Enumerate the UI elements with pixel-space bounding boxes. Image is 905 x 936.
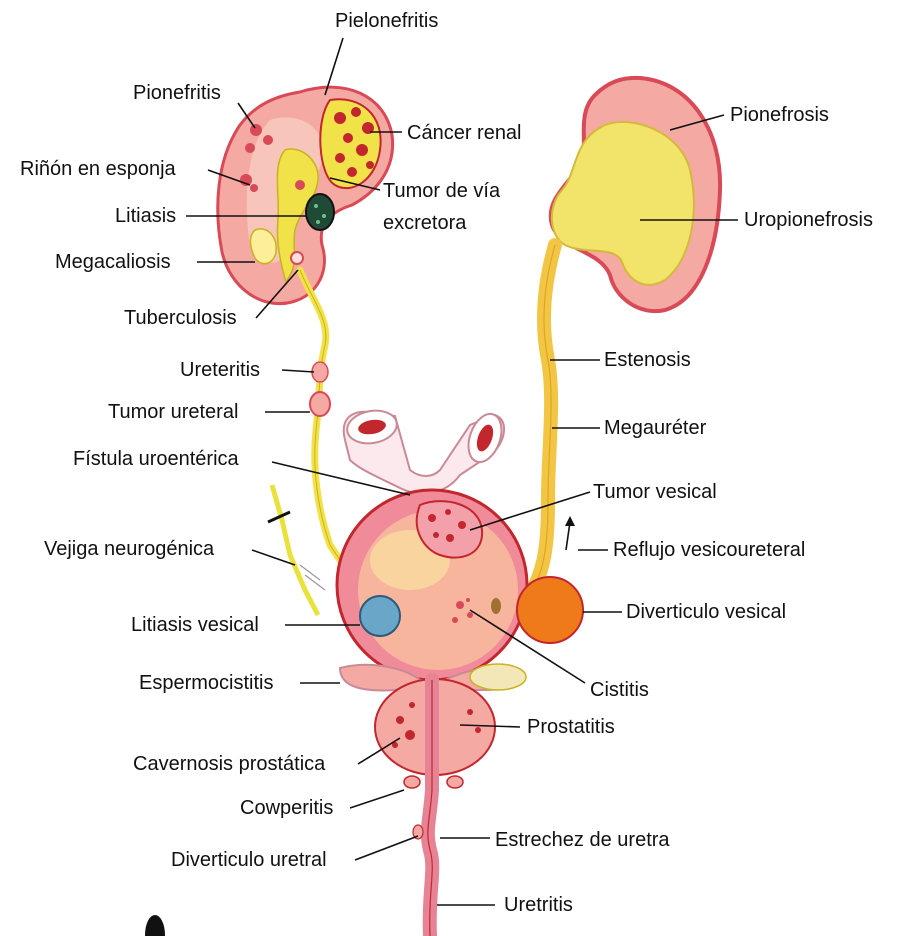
label-tumor-vesical: Tumor vesical — [593, 481, 717, 503]
bladder — [337, 490, 527, 680]
label-cistitis: Cistitis — [590, 679, 649, 701]
label-cancer-renal: Cáncer renal — [407, 122, 522, 144]
label-reflujo: Reflujo vesicoureteral — [613, 539, 805, 561]
label-pionefritis: Pionefritis — [133, 82, 221, 104]
label-diverticulo-vesical: Diverticulo vesical — [626, 601, 786, 623]
label-uretritis: Uretritis — [504, 894, 573, 916]
kidney-stone — [306, 194, 334, 230]
edge-artifact — [145, 915, 165, 936]
right-kidney — [535, 78, 720, 585]
label-uropionefrosis: Uropionefrosis — [744, 209, 873, 231]
label-megacaliosis: Megacaliosis — [55, 251, 171, 273]
label-tuberculosis: Tuberculosis — [124, 307, 237, 329]
intestine — [344, 407, 508, 494]
bladder-stone — [360, 596, 400, 636]
label-estrechez: Estrechez de uretra — [495, 829, 670, 851]
left-kidney — [218, 87, 393, 560]
bladder-diverticulum — [517, 577, 583, 643]
label-cowperitis: Cowperitis — [240, 797, 333, 819]
label-ureteritis: Ureteritis — [180, 359, 260, 381]
label-estenosis: Estenosis — [604, 349, 691, 371]
label-litiasis-vesical: Litiasis vesical — [131, 614, 259, 636]
label-cavernosis: Cavernosis prostática — [133, 753, 325, 775]
label-pielonefritis: Pielonefritis — [335, 10, 438, 32]
label-fistula: Fístula uroentérica — [73, 448, 239, 470]
label-diverticulo-uretral: Diverticulo uretral — [171, 849, 327, 871]
label-vejiga-neurogenica: Vejiga neurogénica — [44, 538, 214, 560]
label-tumor-via-1: Tumor de vía — [383, 180, 500, 202]
lower-tract — [340, 664, 526, 936]
label-megaureter: Megauréter — [604, 417, 706, 439]
label-espermocistitis: Espermocistitis — [139, 672, 273, 694]
label-pionefrosis: Pionefrosis — [730, 104, 829, 126]
label-rinon-esponja: Riñón en esponja — [20, 158, 176, 180]
label-prostatitis: Prostatitis — [527, 716, 615, 738]
label-litiasis: Litiasis — [115, 205, 176, 227]
label-tumor-via-2: excretora — [383, 212, 466, 234]
label-tumor-ureteral: Tumor ureteral — [108, 401, 238, 423]
uropionefrosis-mass — [552, 122, 694, 285]
